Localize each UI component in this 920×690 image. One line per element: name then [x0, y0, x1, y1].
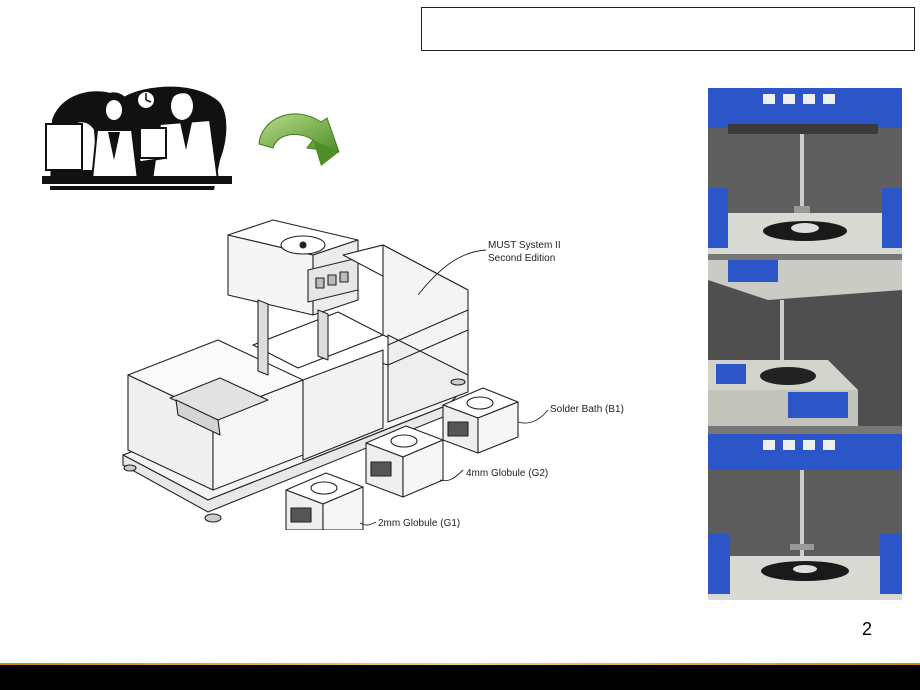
machine-photo-3 [708, 434, 902, 600]
footer-bar [0, 665, 920, 690]
page-number: 2 [862, 619, 873, 639]
label-must-system-line1: MUST System II [488, 240, 561, 251]
must-system-diagram: MUST System II Second Edition Solder Bat… [122, 219, 624, 530]
machine-photo-2 [708, 260, 902, 426]
label-solder-bath: Solder Bath (B1) [550, 404, 624, 415]
label-2mm-globule: 2mm Globule (G1) [378, 518, 460, 529]
machine-photo-strip [708, 88, 902, 600]
label-4mm-globule: 4mm Globule (G2) [466, 468, 548, 479]
label-must-system-line2: Second Edition [488, 253, 555, 264]
footer-accent-line [0, 663, 920, 665]
machine-photo-1 [708, 88, 902, 254]
business-meeting-clipart [42, 80, 232, 192]
title-box [421, 7, 915, 51]
curved-arrow-down-icon [258, 113, 340, 166]
